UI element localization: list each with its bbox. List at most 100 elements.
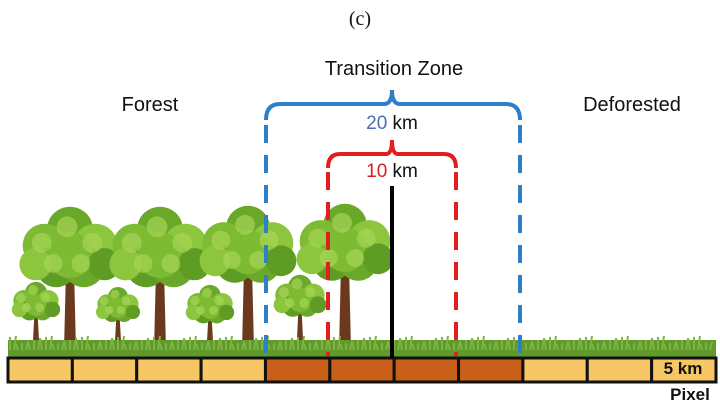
pixel-cell-forest (6, 356, 74, 384)
grass-blade (675, 340, 679, 351)
grass-blade (495, 340, 499, 351)
grass-blade (121, 335, 125, 351)
grass-blade (303, 343, 307, 351)
inner-distance-unit: km (392, 161, 418, 182)
grass-blade (543, 337, 547, 351)
grass-blade (87, 343, 91, 351)
grass-blade (663, 343, 667, 351)
grass-blade (697, 335, 701, 351)
grass-blade (123, 343, 127, 351)
grass-blade (51, 343, 55, 351)
grass-blade (615, 337, 619, 351)
grass-blade (447, 343, 451, 351)
grass-blade (243, 340, 247, 351)
grass-blade (603, 340, 607, 351)
grass-blade (661, 335, 665, 351)
grass-blade (147, 337, 151, 351)
grass-blade (229, 335, 233, 351)
grass-blade (481, 335, 485, 351)
outer-bracket-20km (264, 89, 522, 356)
grass-blade (651, 337, 655, 351)
grass-blade (183, 337, 187, 351)
title-transition-zone: Transition Zone (324, 58, 464, 80)
pixel-cell-transition (457, 356, 525, 384)
small-tree-icon (185, 284, 235, 350)
outer-distance-number: 20 (366, 113, 388, 134)
panel-label: (c) (348, 8, 372, 30)
small-tree-icon (273, 274, 327, 350)
grass-blade (411, 343, 415, 351)
pixel-cell-forest (70, 356, 139, 384)
pixel-bar (6, 356, 718, 384)
grass-blade (363, 337, 367, 351)
large-tree-icon (109, 206, 211, 350)
grass-blade (459, 340, 463, 351)
grass-blade (315, 340, 319, 351)
grass-blade (373, 335, 377, 351)
grass-blade (351, 340, 355, 351)
grass-blade (337, 335, 341, 351)
pixel-cell-forest (135, 356, 203, 384)
grass-blade (445, 335, 449, 351)
grass-blade (589, 335, 593, 351)
grass-blade (435, 337, 439, 351)
grass-blades (9, 335, 713, 351)
grass-blade (267, 343, 271, 351)
grass-blade (99, 340, 103, 351)
large-tree-icon (199, 205, 297, 350)
grass-blade (27, 340, 31, 351)
grass-blade (625, 335, 629, 351)
grass-blade (639, 340, 643, 351)
grass-blade (159, 343, 163, 351)
grass-blade (207, 340, 211, 351)
pixel-cell-transition (392, 356, 461, 384)
grass-blade (135, 340, 139, 351)
outer-distance-unit: km (392, 113, 418, 134)
label-deforested: Deforested (583, 94, 681, 116)
grass-blade (13, 335, 17, 351)
grass-blade (687, 337, 691, 351)
pixel-scale-label: 5 km (663, 359, 703, 378)
grass-blade (627, 343, 631, 351)
forest-trees (11, 203, 394, 350)
grass-blade (507, 337, 511, 351)
pixel-cell-forest (199, 356, 267, 384)
pixel-cell-deforested (521, 356, 589, 384)
grass-blade (375, 343, 379, 351)
grass-blade (579, 337, 583, 351)
grass-blade (301, 335, 305, 351)
grass-blade (171, 340, 175, 351)
grass-blade (409, 335, 413, 351)
grass-blade (49, 335, 53, 351)
grass-blade (567, 340, 571, 351)
grass-blade (591, 343, 595, 351)
outer-distance-label: 20 km (366, 113, 418, 135)
grass-blade (193, 335, 197, 351)
grass-blade (219, 337, 223, 351)
grass-blade (231, 343, 235, 351)
grass-blade (111, 337, 115, 351)
grass-blade (471, 337, 475, 351)
grass-blade (255, 337, 259, 351)
grass-blade (339, 343, 343, 351)
grass-blade (555, 343, 559, 351)
inner-distance-label: 10 km (366, 161, 418, 183)
grass-blade (709, 341, 713, 351)
grass-blade (553, 335, 557, 351)
small-tree-icon (96, 287, 140, 350)
pixel-cell-transition (328, 356, 396, 384)
grass-blade (85, 335, 89, 351)
grass-blade (291, 337, 295, 351)
grass-blade (39, 337, 43, 351)
inner-bracket-10km (326, 139, 458, 356)
pixel-cell-deforested (585, 356, 654, 384)
pixel-cell-deforested (650, 356, 718, 384)
large-tree-icon (296, 203, 394, 350)
grass-blade (399, 337, 403, 351)
grass-blade (63, 340, 67, 351)
grass-blade (531, 340, 535, 351)
grass-blade (387, 340, 391, 351)
grass-blade (75, 337, 79, 351)
grass-blade (195, 343, 199, 351)
